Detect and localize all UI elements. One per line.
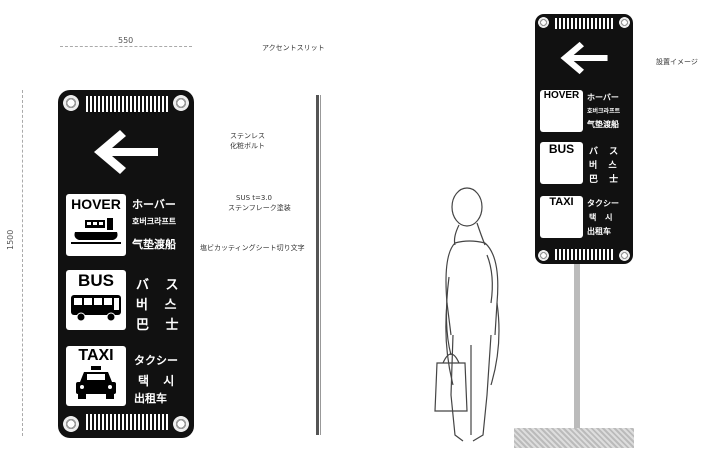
bolt-icon — [619, 17, 630, 28]
taxi-icon — [76, 366, 116, 399]
small-hover-ko: 호버크라프트 — [587, 108, 621, 115]
small-bus-tile: BUS — [540, 142, 583, 184]
text-spec-note: 塩ビカッティングシート切り文字 — [200, 244, 305, 252]
small-taxi-ko: 택 시 — [589, 213, 616, 222]
bolt-icon — [173, 416, 189, 432]
bolt-icon — [63, 95, 79, 111]
small-accent-slit-top — [555, 18, 613, 29]
accent-slit-note: アクセントスリット — [262, 44, 325, 52]
bus-ko: 버 스 — [136, 298, 183, 313]
height-dimension-line — [22, 90, 23, 436]
sign-pole — [574, 264, 580, 432]
taxi-label: TAXI — [78, 347, 114, 364]
small-bus-ko: 버 스 — [589, 161, 621, 171]
bus-ja: バ ス — [136, 278, 185, 293]
taxi-ja: タクシー — [134, 354, 178, 367]
ground-hatching — [514, 428, 634, 448]
accent-slit-top — [86, 96, 168, 112]
bus-zh: 巴 士 — [136, 318, 185, 333]
small-bus-zh: 巴 士 — [589, 175, 623, 185]
material-note-1: SUS t=3.0 — [236, 194, 272, 202]
person-figure-icon — [434, 187, 500, 442]
accent-slit-bottom — [86, 414, 168, 430]
side-profile-edge — [320, 95, 321, 435]
bolt-note-1: ステンレス — [230, 132, 265, 140]
arrow-left-icon — [94, 130, 158, 174]
bolt-note-2: 化粧ボルト — [230, 142, 265, 150]
bus-icon — [71, 295, 121, 322]
width-dimension-line — [60, 46, 192, 47]
taxi-tile: TAXI — [66, 346, 126, 406]
height-dimension-label: 1500 — [6, 229, 15, 250]
hovercraft-icon — [71, 218, 121, 244]
bus-label: BUS — [78, 271, 114, 290]
small-taxi-tile: TAXI — [540, 196, 583, 238]
installation-note: 設置イメージ — [656, 58, 698, 66]
small-sign-panel: HOVER ホーバー 호버크라프트 气垫渡船 BUS バ ス 버 스 巴 士 T… — [535, 14, 633, 264]
arrow-left-icon — [560, 41, 608, 75]
bolt-icon — [173, 95, 189, 111]
side-profile-plate — [316, 95, 319, 435]
small-taxi-zh: 出租车 — [587, 227, 611, 236]
small-bus-label: BUS — [548, 142, 575, 156]
hover-label: HOVER — [71, 196, 121, 212]
taxi-zh: 出租车 — [134, 392, 167, 405]
hover-ko: 호버크라프트 — [132, 217, 177, 226]
width-dimension-label: 550 — [118, 36, 134, 45]
bolt-icon — [538, 250, 549, 261]
bolt-icon — [619, 250, 630, 261]
bus-tile: BUS — [66, 270, 126, 330]
taxi-ko: 택 시 — [138, 374, 180, 388]
small-accent-slit-bottom — [555, 249, 613, 260]
small-hover-label: HOVER — [543, 90, 580, 101]
bolt-icon — [63, 416, 79, 432]
sign-panel: HOVER ホーバー 호버크라프트 气垫渡船 BUS バ ス 버 스 巴 士 T… — [58, 90, 194, 438]
hover-tile: HOVER — [66, 194, 126, 256]
bolt-icon — [538, 17, 549, 28]
hover-ja: ホーバー — [132, 198, 176, 211]
material-note-2: ステンフレーク塗装 — [228, 204, 291, 212]
hover-zh: 气垫渡船 — [132, 238, 176, 251]
small-bus-ja: バ ス — [589, 147, 623, 157]
small-hover-ja: ホーバー — [587, 93, 619, 102]
small-taxi-ja: タクシー — [587, 199, 619, 208]
small-hover-zh: 气垫渡船 — [587, 120, 619, 129]
small-taxi-label: TAXI — [549, 196, 574, 208]
small-hover-tile: HOVER — [540, 90, 583, 132]
